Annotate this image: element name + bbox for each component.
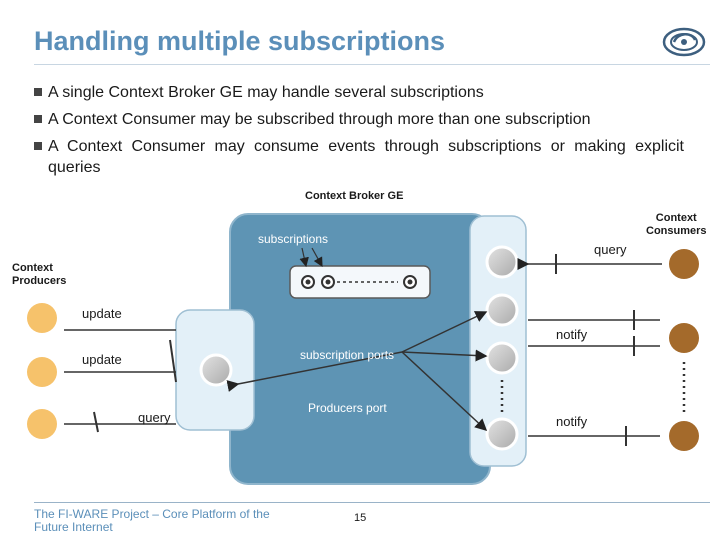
producers-port-label: Producers port: [308, 401, 387, 415]
bullet-item: A Context Consumer may be subscribed thr…: [34, 109, 684, 130]
bullet-item: A Context Consumer may consume events th…: [34, 136, 684, 178]
subscription-dot-icon: [407, 279, 413, 285]
update-label: update: [82, 306, 122, 321]
subscription-dot-icon: [325, 279, 331, 285]
consumer-node-icon: [669, 249, 699, 279]
subscription-dot-icon: [305, 279, 311, 285]
subscription-port-icon: [485, 341, 519, 375]
title-divider: [34, 64, 710, 65]
subscription-ports-panel: [469, 215, 527, 467]
producer-node-icon: [27, 357, 57, 387]
fi-ware-logo-icon: [662, 27, 706, 57]
subscription-ports-label: subscription ports: [300, 348, 395, 362]
producers-port-icon: [199, 353, 233, 387]
context-producers-label: Context Producers: [12, 262, 67, 287]
bullet-text: A single Context Broker GE may handle se…: [48, 84, 484, 101]
notify-label: notify: [556, 327, 588, 342]
page-number: 15: [354, 512, 367, 524]
update-label: update: [82, 352, 122, 367]
consumer-node-icon: [669, 421, 699, 451]
query-label-left: query: [138, 410, 171, 425]
bullet-text: A Context Consumer may be subscribed thr…: [48, 111, 591, 128]
subscription-port-icon: [485, 417, 519, 451]
subscriptions-label: subscriptions: [258, 232, 329, 246]
bullet-square-icon: [34, 142, 42, 150]
consumer-node-icon: [669, 323, 699, 353]
query-label-right: query: [594, 242, 627, 257]
context-consumers-label: Context Consumers: [646, 212, 707, 237]
producer-node-icon: [27, 303, 57, 333]
slide-title: Handling multiple subscriptions: [34, 26, 446, 56]
bullet-item: A single Context Broker GE may handle se…: [34, 82, 684, 103]
broker-label: Context Broker GE: [305, 190, 404, 202]
bullet-list: A single Context Broker GE may handle se…: [34, 82, 684, 184]
subscription-port-icon: [485, 293, 519, 327]
footer-project: The FI-WARE Project – Core Platform of t…: [34, 507, 270, 534]
subscription-port-icon: [485, 245, 519, 279]
bullet-square-icon: [34, 115, 42, 123]
subscriptions-strip: [289, 265, 431, 299]
bullet-text: A Context Consumer may consume events th…: [48, 138, 684, 176]
notify-label: notify: [556, 414, 588, 429]
producer-node-icon: [27, 409, 57, 439]
footer-divider: [34, 502, 710, 503]
bullet-square-icon: [34, 88, 42, 96]
